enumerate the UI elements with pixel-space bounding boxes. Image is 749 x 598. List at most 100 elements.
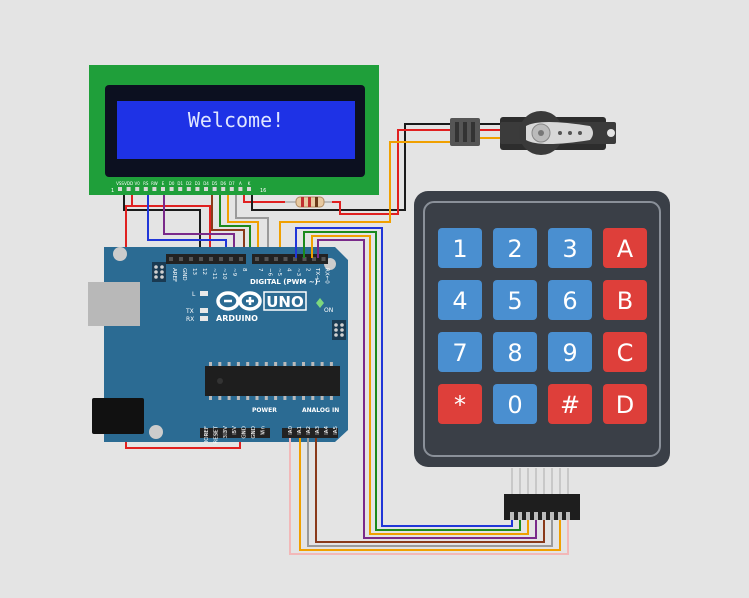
key-4[interactable]: 4: [438, 280, 482, 320]
digital-pin-label: 13: [191, 268, 197, 275]
key-9[interactable]: 9: [548, 332, 592, 372]
wire-key-col2: [307, 438, 553, 547]
key-cap[interactable]: [493, 332, 537, 372]
key-label: 3: [562, 235, 577, 263]
power-pin: [260, 431, 265, 435]
digital-pin: [189, 257, 193, 261]
lcd-pin: [204, 187, 208, 191]
key-D[interactable]: D: [603, 384, 647, 424]
key-cap[interactable]: [438, 228, 482, 268]
digital-header-low: [252, 254, 328, 264]
key-6[interactable]: 6: [548, 280, 592, 320]
lcd-pin-label: D1: [177, 181, 183, 186]
digital-pin-label: ~3: [295, 268, 301, 277]
on-led: [316, 298, 324, 308]
digital-pin: [274, 257, 278, 261]
key-8[interactable]: 8: [493, 332, 537, 372]
lcd-pin-first: 1: [111, 188, 114, 194]
analog-pin: [306, 431, 310, 435]
lcd-pin-last: 16: [260, 188, 266, 194]
key-A[interactable]: A: [603, 228, 647, 268]
key-cap[interactable]: [493, 384, 537, 424]
key-label: 5: [507, 287, 522, 315]
lcd-screen: [117, 101, 355, 159]
key-cap[interactable]: [548, 332, 592, 372]
key-7[interactable]: 7: [438, 332, 482, 372]
led-rx: [200, 316, 208, 321]
key-cap[interactable]: [438, 384, 482, 424]
power-jack: [92, 398, 144, 434]
key-3[interactable]: 3: [548, 228, 592, 268]
led-tx-label: TX: [185, 308, 194, 315]
wire-lcd-d6: [227, 188, 259, 258]
wire-key-row1: [295, 227, 513, 527]
lcd-pin: [135, 187, 140, 191]
key-5[interactable]: 5: [493, 280, 537, 320]
lcd-pin: [195, 187, 200, 191]
board-brand: ARDUINO: [216, 314, 258, 323]
key-label: A: [617, 235, 634, 263]
key-cap[interactable]: [548, 384, 592, 424]
digital-pin-label: 2: [305, 268, 311, 272]
analog-header-label: ANALOG IN: [302, 407, 339, 414]
led-rx-label: RX: [186, 316, 194, 323]
key-*[interactable]: *: [438, 384, 482, 424]
digital-pin: [312, 257, 316, 261]
keypad-wires: [289, 227, 569, 555]
wire-lcd-d4: [211, 188, 245, 258]
wire-servo-vcc: [330, 129, 450, 215]
power-pin: [232, 431, 237, 435]
key-label: #: [560, 391, 580, 419]
led-l-label: L: [192, 291, 196, 298]
key-cap[interactable]: [548, 228, 592, 268]
analog-pin-label: A5: [333, 426, 339, 434]
key-C[interactable]: C: [603, 332, 647, 372]
digital-pin-label: ~11: [211, 268, 217, 280]
digital-pin: [283, 257, 288, 261]
analog-pin: [297, 431, 301, 435]
digital-pin-label: 7: [257, 268, 263, 272]
key-label: 2: [507, 235, 522, 263]
lcd-pin-label: VSS: [116, 181, 124, 186]
power-pin-label: IOREF: [204, 426, 210, 442]
lcd-pin: [229, 187, 234, 191]
key-0[interactable]: 0: [493, 384, 537, 424]
analog-pin: [324, 431, 328, 435]
key-1[interactable]: 1: [438, 228, 482, 268]
digital-pin: [293, 257, 297, 261]
lcd-pin-label: D0: [169, 181, 175, 186]
digital-pin-label: RX←0: [324, 268, 330, 284]
lcd-pin-label: RS: [143, 181, 149, 186]
led-tx: [200, 308, 208, 313]
key-cap[interactable]: [438, 280, 482, 320]
key-#[interactable]: #: [548, 384, 592, 424]
key-cap[interactable]: [548, 280, 592, 320]
wire-servo-gnd: [251, 123, 450, 211]
key-B[interactable]: B: [603, 280, 647, 320]
wire-servo-signal: [279, 141, 450, 258]
lcd-pin: [169, 187, 174, 191]
key-cap[interactable]: [493, 280, 537, 320]
key-cap[interactable]: [603, 280, 647, 320]
board-model: UNO: [266, 293, 304, 311]
lcd-pin: [152, 187, 157, 191]
key-label: C: [617, 339, 634, 367]
digital-pin: [219, 257, 223, 261]
on-label: ON: [324, 307, 333, 314]
key-cap[interactable]: [603, 332, 647, 372]
analog-pin-label: A1: [297, 426, 303, 433]
key-cap[interactable]: [438, 332, 482, 372]
arduino-logo: [216, 291, 262, 311]
wire-lcd-e: [163, 188, 235, 258]
lcd-message: Welcome!: [188, 108, 284, 132]
digital-header-label: DIGITAL (PWM ~): [250, 278, 318, 286]
key-cap[interactable]: [493, 228, 537, 268]
lcd-pin-label: D2: [186, 181, 192, 186]
key-cap[interactable]: [603, 384, 647, 424]
key-2[interactable]: 2: [493, 228, 537, 268]
key-cap[interactable]: [603, 228, 647, 268]
power-pin-label: Vin: [260, 425, 266, 434]
